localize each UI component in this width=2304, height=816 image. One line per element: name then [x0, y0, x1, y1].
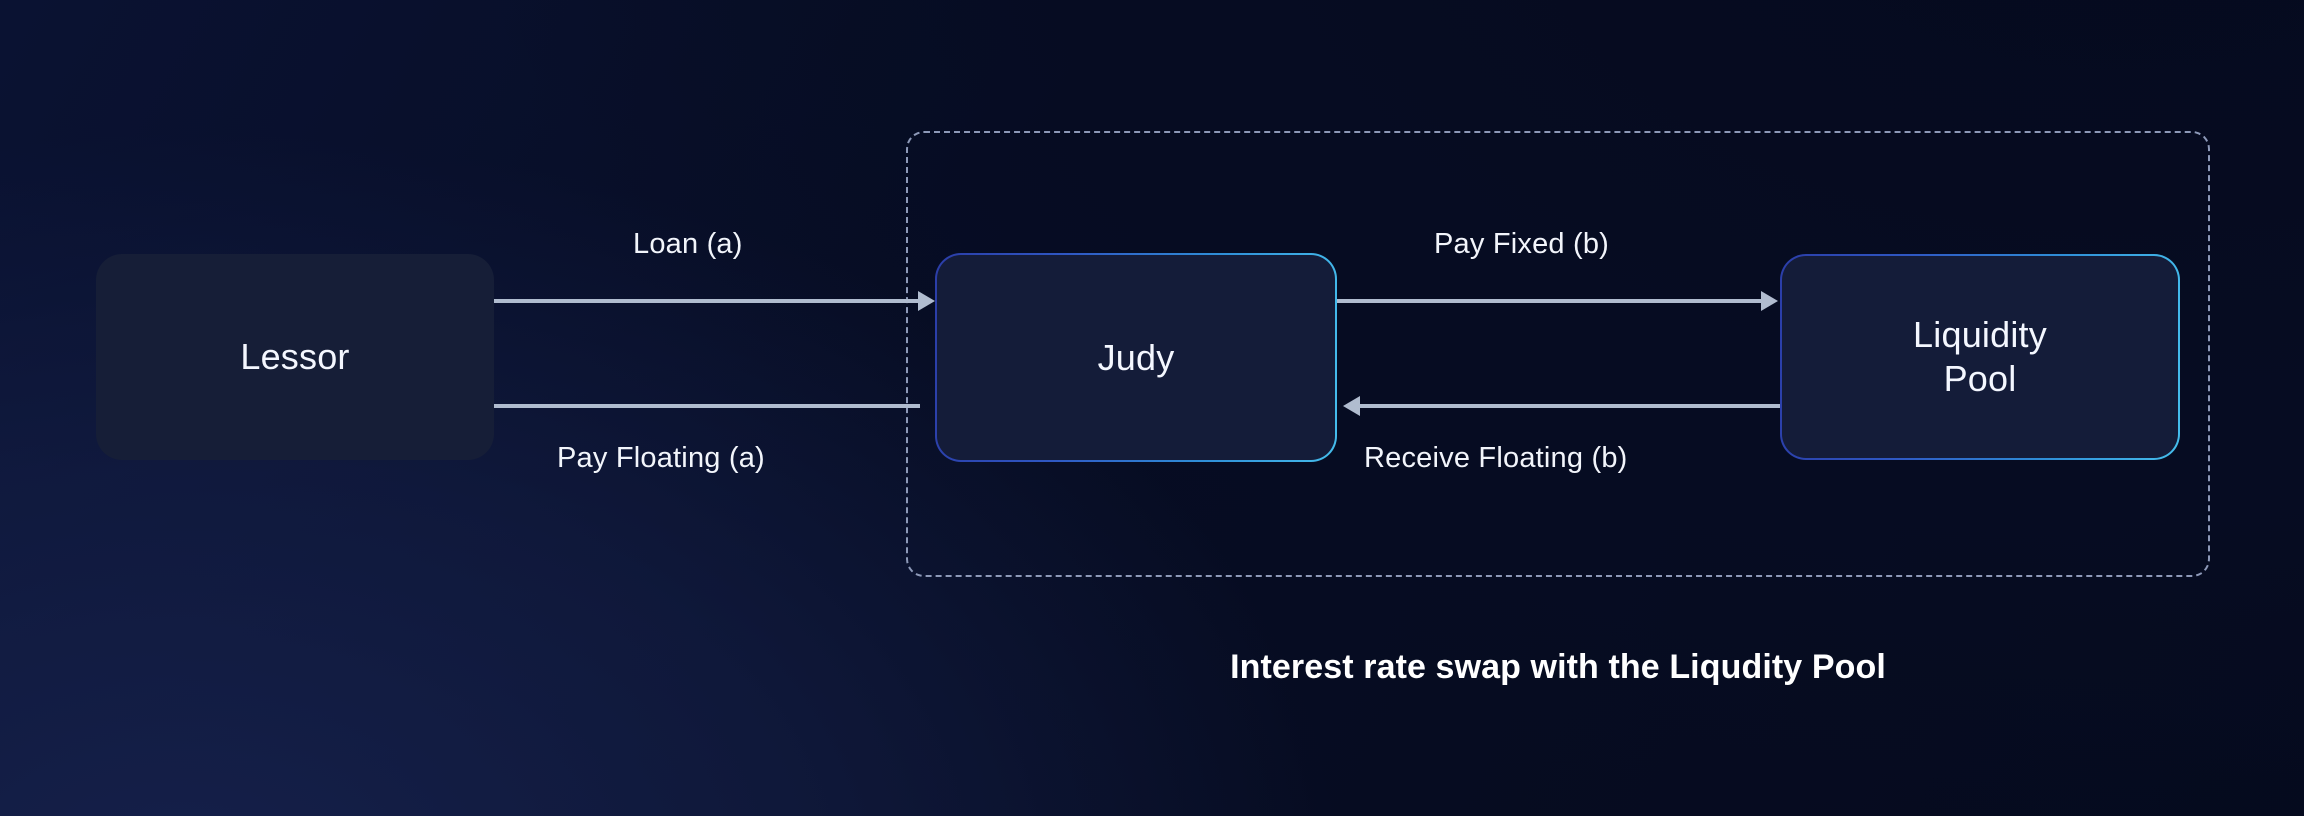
edge-label-receive-floating: Receive Floating (b) [1364, 442, 1628, 474]
arrowhead-receive-floating-left [1343, 396, 1360, 416]
node-liquidity-pool-label-line1: Liquidity [1913, 314, 2047, 356]
diagram-caption: Interest rate swap with the Liqudity Poo… [1230, 648, 1886, 686]
arrowhead-loan-right [918, 291, 935, 311]
node-lessor[interactable]: Lessor [96, 254, 494, 460]
node-liquidity-pool[interactable]: Liquidity Pool [1780, 254, 2180, 460]
node-liquidity-pool-label: Liquidity Pool [1913, 313, 2047, 401]
edge-label-loan: Loan (a) [633, 228, 743, 260]
connector-pay-fixed [1337, 299, 1761, 303]
edge-label-pay-fixed: Pay Fixed (b) [1434, 228, 1610, 260]
node-liquidity-pool-label-line2: Pool [1943, 358, 2017, 399]
edge-label-pay-floating: Pay Floating (a) [557, 442, 765, 474]
node-judy-inner: Judy [937, 255, 1335, 460]
node-judy-label: Judy [1097, 336, 1175, 378]
connector-loan [494, 299, 918, 303]
connector-pay-floating [494, 404, 920, 408]
connector-receive-floating [1360, 404, 1780, 408]
arrowhead-pay-fixed-right [1761, 291, 1778, 311]
node-lessor-label: Lessor [240, 336, 350, 378]
node-judy[interactable]: Judy [935, 253, 1337, 462]
node-liquidity-pool-inner: Liquidity Pool [1782, 256, 2178, 458]
swap-group-dashed-boundary [906, 131, 2210, 577]
